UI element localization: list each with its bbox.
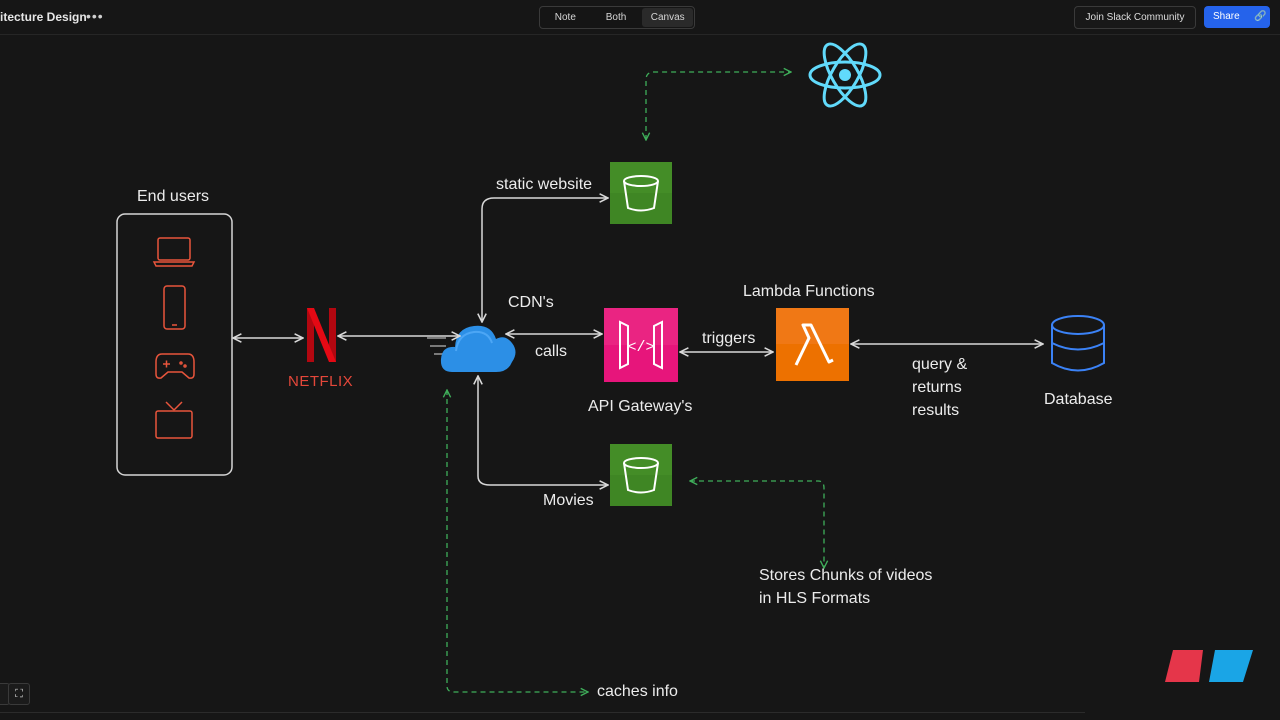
database-icon[interactable] <box>1051 315 1105 372</box>
brand-watermark-logo <box>1165 650 1253 682</box>
cdn-cloud-icon[interactable] <box>427 325 516 372</box>
database-label: Database <box>1044 391 1113 408</box>
top-bar: itecture Design ••• Note Both Canvas Joi… <box>0 0 1280 35</box>
stores-label-line2: in HLS Formats <box>759 590 871 607</box>
movies-label: Movies <box>543 492 594 509</box>
tab-canvas[interactable]: Canvas <box>642 8 694 27</box>
fit-to-screen-icon[interactable]: ⛶ <box>8 683 30 705</box>
cdn-static-arrow <box>482 198 608 322</box>
api-code-glyph: </> <box>627 339 654 356</box>
netflix-n-icon <box>307 308 336 362</box>
react-static-dashed-arrow <box>646 72 791 140</box>
bottom-scrollbar[interactable] <box>0 712 1085 713</box>
stores-label-line1: Stores Chunks of videos <box>759 567 933 584</box>
more-options-icon[interactable]: ••• <box>86 8 104 24</box>
share-label: Share <box>1213 11 1240 22</box>
end-users-label: End users <box>137 188 210 205</box>
dashed-connectors <box>447 72 824 692</box>
cdn-label: CDN's <box>508 294 554 311</box>
api-gateway-label: API Gateway's <box>588 398 693 415</box>
tv-icon <box>155 401 193 439</box>
query-label-line3: results <box>912 402 960 419</box>
api-gateway-icon[interactable]: </> <box>604 308 678 382</box>
end-users-box[interactable] <box>116 213 233 476</box>
static-website-label: static website <box>496 176 593 193</box>
s3-movies-bucket-icon[interactable] <box>610 444 672 506</box>
document-title[interactable]: itecture Design <box>0 10 87 24</box>
triggers-label: triggers <box>702 330 756 347</box>
link-icon: 🔗 <box>1254 11 1267 22</box>
phone-icon <box>163 285 186 330</box>
view-toggle: Note Both Canvas <box>539 6 695 29</box>
cdn-movies-arrow <box>478 376 608 485</box>
caches-info-label: caches info <box>597 683 678 700</box>
s3-static-bucket-icon[interactable] <box>610 162 672 224</box>
join-slack-button[interactable]: Join Slack Community <box>1074 6 1196 29</box>
react-icon <box>808 42 882 108</box>
gamepad-icon <box>155 353 195 379</box>
calls-label: calls <box>535 343 568 360</box>
tab-both[interactable]: Both <box>605 12 627 23</box>
cdn-caches-dashed-arrow <box>447 390 588 692</box>
tab-note[interactable]: Note <box>554 12 576 23</box>
movies-stores-dashed-arrow <box>690 481 824 568</box>
lambda-icon[interactable] <box>776 308 849 381</box>
share-button[interactable]: Share 🔗 <box>1204 6 1270 28</box>
netflix-logo-text: NETFLIX <box>288 373 354 390</box>
query-label-line2: returns <box>912 379 962 396</box>
laptop-icon <box>152 237 196 267</box>
lambda-functions-label: Lambda Functions <box>743 283 875 300</box>
query-label-line1: query & <box>912 356 968 373</box>
